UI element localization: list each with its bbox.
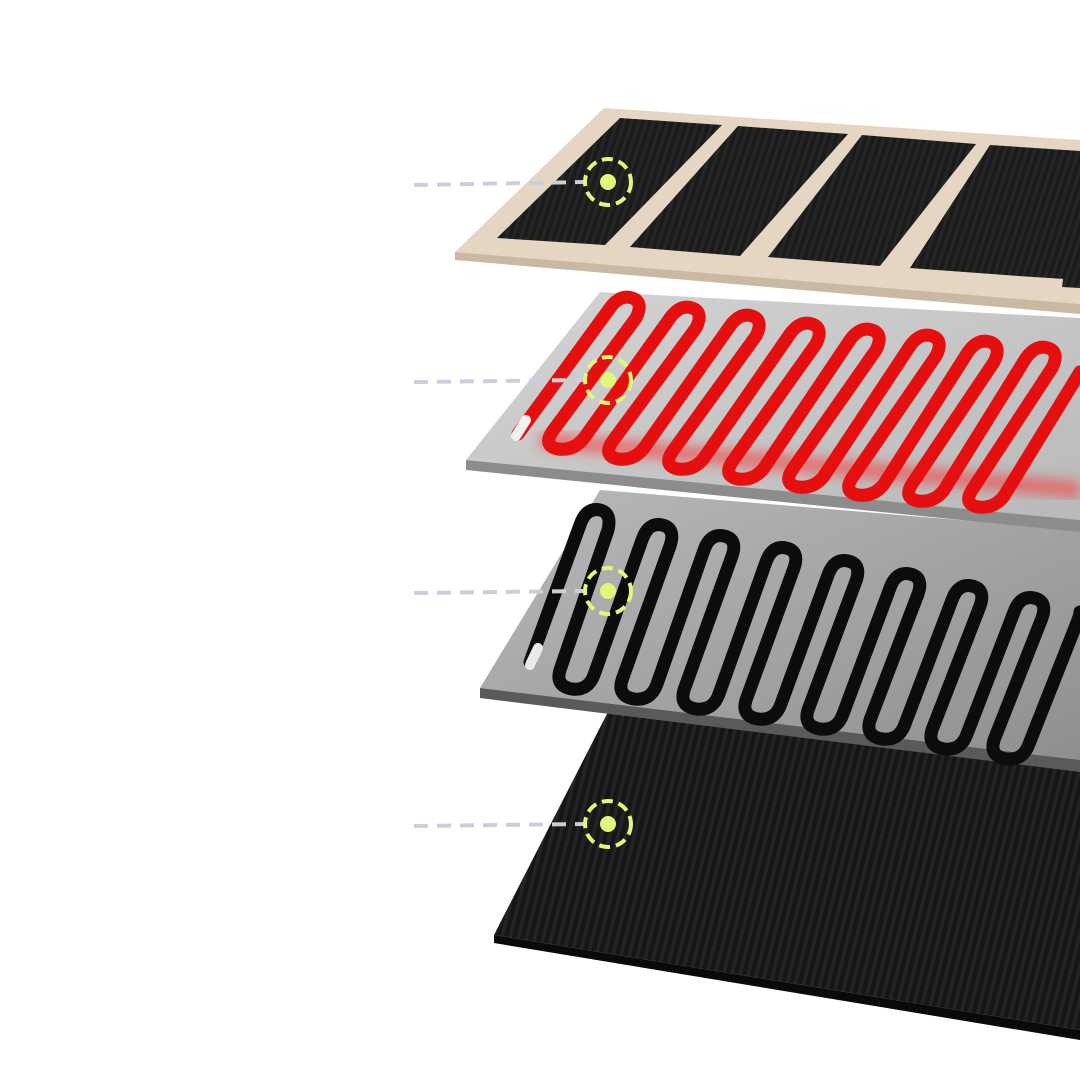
heating-tube	[511, 290, 1080, 514]
callout-marker-dot	[600, 372, 616, 388]
callout-marker-dot	[600, 816, 616, 832]
callout-marker-ring	[583, 157, 633, 207]
callout-marker-dot	[600, 174, 616, 190]
callout-2	[413, 355, 633, 405]
top-frame-layer	[455, 108, 1080, 314]
callout-marker-ring	[583, 566, 633, 616]
callout-marker-ring	[583, 799, 633, 849]
callout-marker-ring	[583, 355, 633, 405]
callout-4	[413, 799, 633, 849]
callout-marker-dot	[600, 583, 616, 599]
callout-3	[413, 566, 633, 616]
leader-line	[413, 180, 586, 187]
leader-line	[413, 822, 586, 828]
callout-1	[413, 157, 633, 207]
leader-line	[413, 378, 586, 384]
cooling-element-layer	[480, 490, 1080, 772]
heating-tube-glow	[539, 432, 1080, 498]
heating-element-layer	[466, 290, 1080, 532]
leader-line	[413, 589, 586, 595]
base-layer	[494, 708, 1080, 1040]
cooling-tube	[523, 503, 1080, 766]
